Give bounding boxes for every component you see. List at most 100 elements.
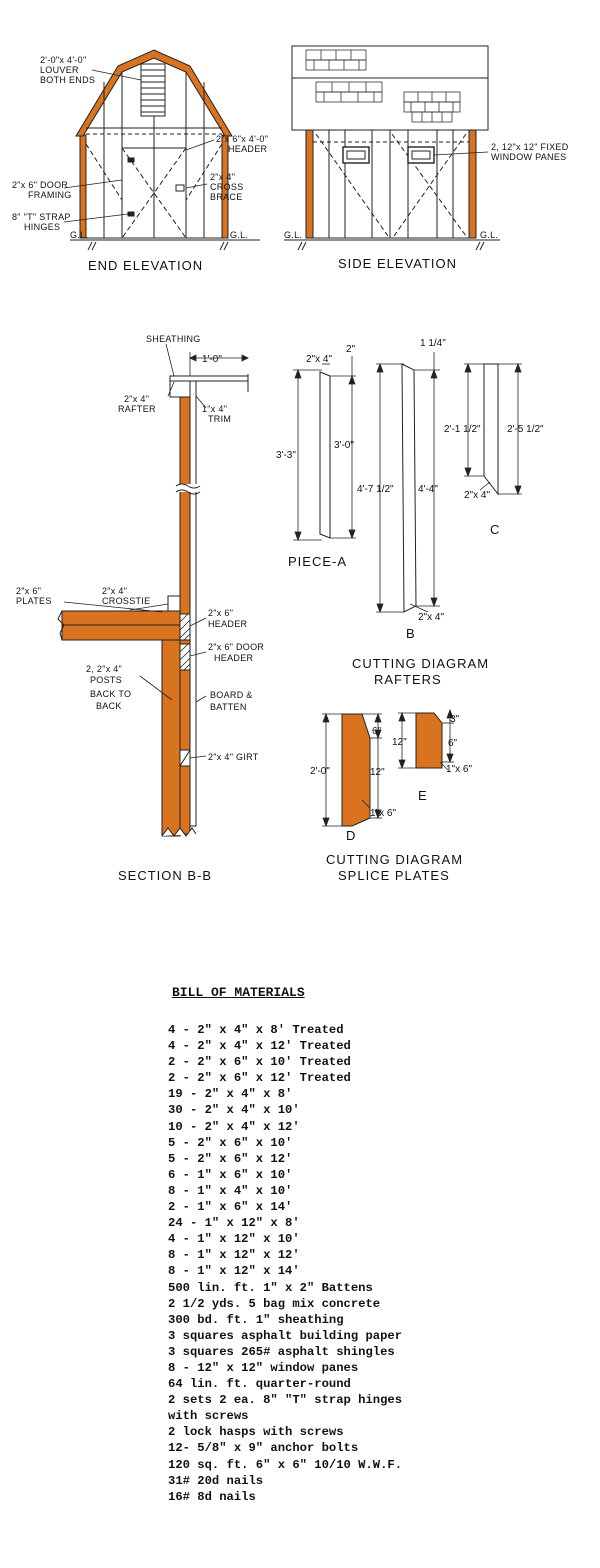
bill-item: 4 - 2" x 4" x 8' Treated <box>168 1023 344 1037</box>
splice-d-stock-label: 1"x 6" <box>370 808 396 819</box>
splice-d-top-dim: 6" <box>372 726 382 737</box>
side-elevation: 2, 12"x 12" FIXED WINDOW PANES G.L. G.L.… <box>284 45 569 271</box>
piece-a-long-dim: 3'-3" <box>276 450 296 461</box>
girt-label: 2"x 4" GIRT <box>208 752 259 762</box>
splice-caption: CUTTING DIAGRAM <box>326 852 463 867</box>
bill-item: 4 - 1" x 12" x 10' <box>168 1232 300 1247</box>
door-framing-label-2: FRAMING <box>28 190 72 200</box>
door-header-label: HEADER <box>214 653 254 663</box>
bill-item: 300 bd. ft. 1" sheathing <box>168 1312 344 1327</box>
splice-caption-2: SPLICE PLATES <box>338 868 450 883</box>
posts-size-label: 2, 2"x 4" <box>86 664 122 674</box>
rafter-label: RAFTER <box>118 404 156 414</box>
section-header-label: HEADER <box>208 619 248 629</box>
bill-item: 3 squares 265# asphalt shingles <box>168 1344 395 1359</box>
posts-label: POSTS <box>90 675 122 685</box>
cutting-diagram-rafters: 2"x 4" 2" 3'-3" 3'-0" 1 1/4" 4'-7 1/2" 4… <box>276 338 544 687</box>
splice-e-shape <box>415 712 443 769</box>
piece-a-cut-label: 2" <box>346 344 356 355</box>
bill-item: 2 1/2 yds. 5 bag mix concrete <box>168 1296 381 1311</box>
piece-b-top-dim: 1 1/4" <box>420 338 446 349</box>
trim-size-label: 1"x 4" <box>202 404 227 414</box>
splice-e-height-dim: 12" <box>392 737 407 748</box>
side-left-wall-post <box>305 129 314 239</box>
bill-item: 30 - 2" x 4" x 10' <box>168 1103 300 1118</box>
piece-b-label: B <box>406 626 416 641</box>
splice-d-mid-dim: 12" <box>370 767 385 778</box>
piece-a-stock-label: 2"x 4" <box>306 354 332 365</box>
door-header-size-label: 2"x 6" DOOR <box>208 642 264 652</box>
end-left-wall-post <box>79 134 87 239</box>
plates-size-label: 2"x 6" <box>16 586 41 596</box>
strap-hinges-label-2: HINGES <box>24 222 60 232</box>
splice-e-mid-dim: 6" <box>448 738 458 749</box>
piece-a-short-dim: 3'-0" <box>334 440 354 451</box>
side-right-wall-post <box>468 129 477 239</box>
bill-item: 2 - 2" x 6" x 12' Treated <box>168 1071 351 1086</box>
posts-back-label-2: BACK <box>96 701 122 711</box>
cutting-diagram-splice-plates: 2'-0" 6" 12" 1"x 6" 12" 3" 6" 1"x 6" D E… <box>310 708 472 883</box>
posts-back-label: BACK TO <box>90 689 131 699</box>
piece-b-stock-label: 2"x 4" <box>418 612 444 623</box>
end-louver <box>140 63 166 117</box>
door-framing-label: 2"x 6" DOOR <box>12 180 68 190</box>
end-header-size-label: 2"x 6"x 4'-0" <box>216 134 268 144</box>
end-grade-left-label: G.L. <box>70 230 88 240</box>
splice-e-stock-label: 1"x 6" <box>446 764 472 775</box>
crosstie-size-label: 2"x 4" <box>102 586 127 596</box>
louver-label: LOUVER <box>40 65 79 75</box>
rafters-caption-2: RAFTERS <box>374 672 442 687</box>
plates-label: PLATES <box>16 596 52 606</box>
bill-of-materials: BILL OF MATERIALS 4 - 2" x 4" x 8' Treat… <box>168 985 588 1505</box>
overhang-dim-label: 1'-0" <box>202 354 222 365</box>
piece-c-label: C <box>490 522 500 537</box>
bill-item: 2 lock hasps with screws <box>168 1425 344 1440</box>
lower-post <box>161 639 181 837</box>
bill-item: 6 - 1" x 6" x 10' <box>168 1167 293 1182</box>
cross-brace-label: CROSS <box>210 182 244 192</box>
crosstie <box>167 595 181 612</box>
sheathing-label: SHEATHING <box>146 334 201 344</box>
window-panes-label: WINDOW PANES <box>491 152 566 162</box>
end-gambrel-roof <box>75 49 233 137</box>
crosstie-label: CROSSTIE <box>102 596 150 606</box>
splice-d-shape <box>341 713 371 827</box>
window-panes-count-label: 2, 12"x 12" FIXED <box>491 142 569 152</box>
bill-item: 8 - 1" x 4" x 10' <box>168 1183 293 1198</box>
sheathing-board <box>169 375 249 382</box>
bill-item: 8 - 12" x 12" window panes <box>168 1360 359 1375</box>
bill-title: BILL OF MATERIALS <box>172 985 305 1000</box>
louver-size-label: 2'-0"x 4'-0" <box>40 55 86 65</box>
section-caption: SECTION B-B <box>118 868 212 883</box>
splice-d-height-dim: 2'-0" <box>310 766 330 777</box>
end-header-label: HEADER <box>228 144 268 154</box>
piece-b-shape <box>401 363 417 613</box>
header-block <box>179 613 191 641</box>
trim-label: TRIM <box>208 414 231 424</box>
bill-item: 5 - 2" x 6" x 10' <box>168 1135 293 1150</box>
bill-item: 31# 20d nails <box>168 1473 264 1488</box>
cross-brace-label-2: BRACE <box>210 192 243 202</box>
bill-item: 10 - 2" x 4" x 12' <box>168 1119 300 1134</box>
bill-item: 5 - 2" x 6" x 12' <box>168 1151 293 1166</box>
splice-e-label: E <box>418 788 428 803</box>
rafters-caption: CUTTING DIAGRAM <box>352 656 489 671</box>
piece-a-label: PIECE-A <box>288 554 347 569</box>
bill-item: 64 lin. ft. quarter-round <box>168 1377 351 1392</box>
board-batten-strip <box>189 380 197 827</box>
piece-c-stock-label: 2"x 4" <box>464 490 490 501</box>
bill-item: 4 - 2" x 4" x 12' Treated <box>168 1039 351 1054</box>
piece-b-long-dim: 4'-7 1/2" <box>357 484 394 495</box>
bill-item: 2 sets 2 ea. 8" "T" strap hinges <box>168 1393 403 1408</box>
piece-a-shape <box>319 371 331 539</box>
board-batten-label-2: BATTEN <box>210 702 247 712</box>
end-grade-right-label: G.L. <box>230 230 248 240</box>
bill-item: 24 - 1" x 12" x 8' <box>168 1216 300 1231</box>
bill-item: 2 - 2" x 6" x 10' Treated <box>168 1055 351 1070</box>
bill-item: 500 lin. ft. 1" x 2" Battens <box>168 1280 373 1295</box>
bill-item: 2 - 1" x 6" x 14' <box>168 1200 293 1215</box>
strap-hinges-label: 8" "T" STRAP <box>12 212 71 222</box>
end-elevation-caption: END ELEVATION <box>88 258 203 273</box>
bill-item: 120 sq. ft. 6" x 6" 10/10 W.W.F. <box>168 1457 403 1472</box>
